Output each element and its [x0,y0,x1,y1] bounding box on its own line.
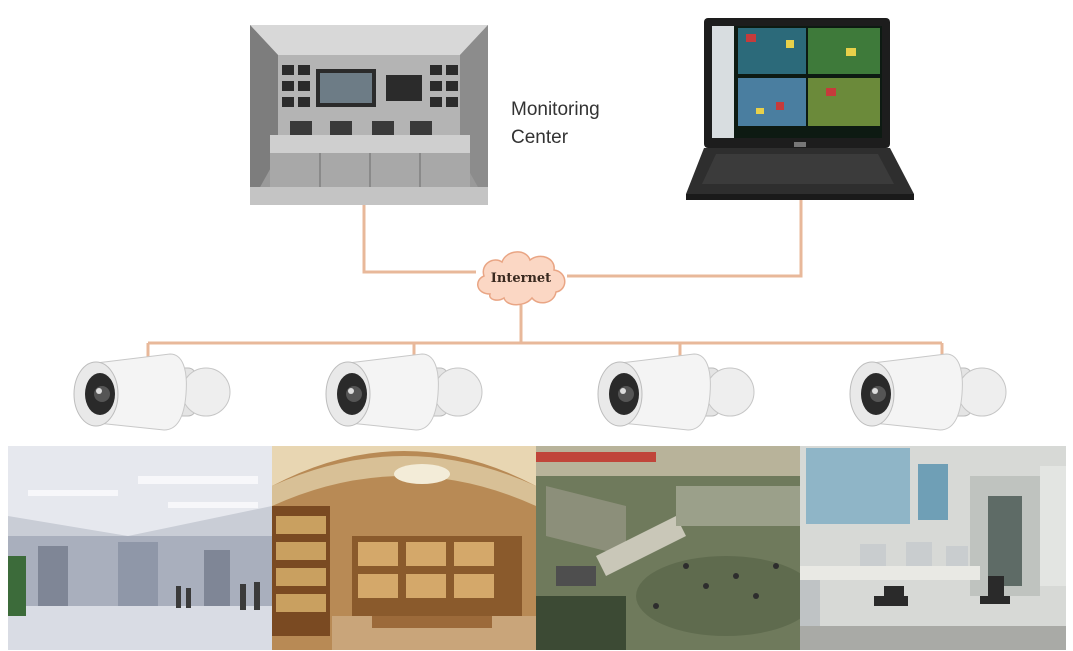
camera-4 [849,353,1007,431]
scene-photo-office [800,446,1066,650]
control-room-photo [250,25,488,205]
internet-label: Internet [491,271,551,286]
camera-2 [325,353,483,431]
scene-photo-lobby [8,446,272,650]
scene-photo-mall [536,446,800,650]
camera-3 [597,353,755,431]
bullet-camera-icon [849,353,1007,431]
monitoring-center-label: Monitoring Center [511,96,600,152]
bullet-camera-icon [597,353,755,431]
cloud-icon: Internet [477,251,566,306]
monitoring-label-line1: Monitoring [511,99,600,120]
camera-1 [73,353,231,431]
bullet-camera-icon [325,353,483,431]
monitoring-label-line2: Center [511,127,569,148]
line-control-room-to-internet [362,205,476,274]
laptop-icon [686,18,914,200]
bullet-camera-icon [73,353,231,431]
line-laptop-to-internet [567,200,803,278]
scene-photo-library [272,446,536,650]
